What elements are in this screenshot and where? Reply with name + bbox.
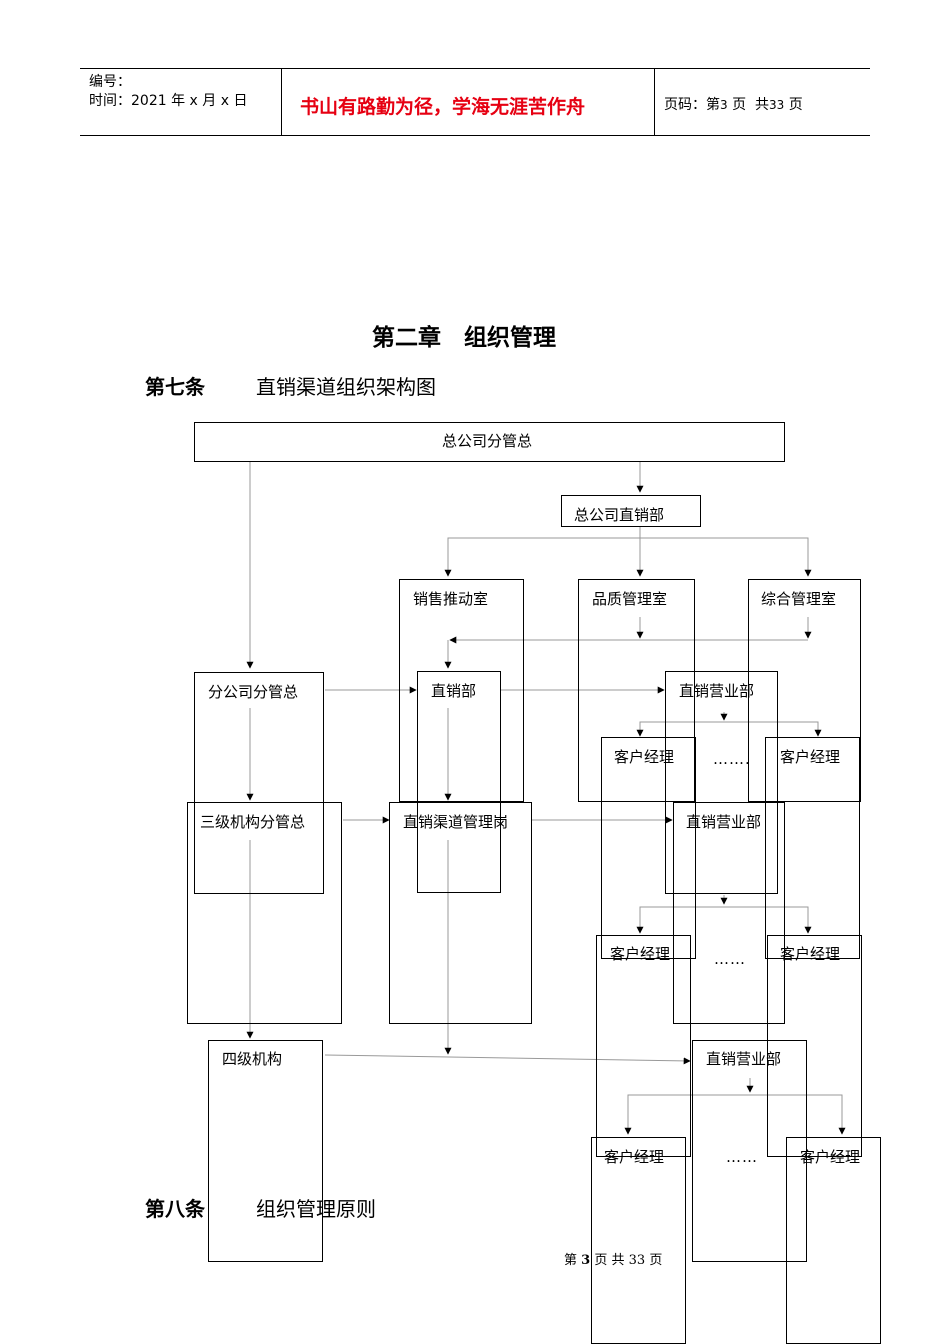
box-tier3-head <box>187 802 342 1024</box>
label-sales-promotion: 销售推动室 <box>413 590 489 608</box>
box-direct-sales-dept <box>417 671 501 893</box>
header-page: 页码：第3 页 共33 页 <box>664 94 803 114</box>
header-time-day-unit: 日 <box>233 93 248 109</box>
box-account-manager-2a <box>596 935 691 1157</box>
header-page-current: 3 <box>720 98 728 112</box>
ellipsis-row-1: ……. <box>713 750 751 768</box>
wire-biz1-left <box>636 721 724 737</box>
footer-page-unit: 页 <box>594 1253 608 1268</box>
label-quality-mgmt: 品质管理室 <box>592 590 668 608</box>
footer-prefix: 第 <box>564 1253 578 1268</box>
wire-biz2-left <box>636 906 724 934</box>
label-branch-head: 分公司分管总 <box>208 683 299 701</box>
label-direct-sales-business-3: 直销营业部 <box>706 1050 782 1068</box>
header-time-month-unit: 月 <box>202 93 217 109</box>
wire-hqdirect-to-general <box>640 537 812 577</box>
header-code-label: 编号： <box>89 74 131 90</box>
wire-biz2-right <box>724 906 812 934</box>
box-sales-promotion <box>399 579 524 802</box>
label-account-manager-3a: 客户经理 <box>604 1148 665 1166</box>
box-tier4 <box>208 1040 323 1262</box>
footer-total-unit: 页 <box>649 1253 663 1268</box>
wire-tier4-to-biz3 <box>324 1054 691 1065</box>
label-general-mgmt: 综合管理室 <box>761 590 837 608</box>
header-top-rule <box>80 68 870 69</box>
ellipsis-row-2: …… <box>714 950 746 968</box>
box-account-manager-1b <box>765 737 860 959</box>
header-page-total: 33 <box>769 98 785 112</box>
article7-number: 第七条 <box>145 375 205 399</box>
wire-biz1-right <box>724 721 822 737</box>
label-hq-direct-sales: 总公司直销部 <box>574 506 665 524</box>
box-account-manager-1a <box>601 737 696 959</box>
article8-number: 第八条 <box>145 1197 205 1221</box>
header-time: 时间：2021 年 x 月 x 日 <box>89 90 248 110</box>
ellipsis-row-3: …… <box>726 1148 758 1166</box>
box-branch-head <box>194 672 324 894</box>
wire-biz3-right <box>750 1094 846 1135</box>
box-direct-sales-business-2 <box>673 802 785 1024</box>
label-account-manager-2b: 客户经理 <box>780 945 841 963</box>
header-time-year-unit: 年 <box>171 93 186 109</box>
article7-title: 直销渠道组织架构图 <box>256 375 436 399</box>
box-account-manager-3a <box>591 1137 686 1344</box>
header-page-total-unit: 页 <box>788 97 803 113</box>
footer-total: 33 <box>628 1253 646 1268</box>
label-tier4: 四级机构 <box>222 1050 283 1068</box>
label-account-manager-3b: 客户经理 <box>800 1148 861 1166</box>
footer-page-number: 第 3 页 共 33 页 <box>564 1249 662 1268</box>
box-hq-direct-sales <box>561 495 701 527</box>
footer-current: 3 <box>581 1253 591 1268</box>
box-channel-mgmt-post <box>389 802 532 1024</box>
header-time-day: x <box>220 93 230 109</box>
article8-title: 组织管理原则 <box>256 1197 376 1221</box>
header-page-unit: 页 <box>732 97 747 113</box>
box-general-mgmt <box>748 579 861 802</box>
footer-total-label: 共 <box>611 1253 625 1268</box>
wire-biz3-left <box>624 1094 750 1135</box>
label-account-manager-1b: 客户经理 <box>780 748 841 766</box>
box-account-manager-2b <box>767 935 862 1157</box>
box-direct-sales-business-3 <box>692 1040 807 1262</box>
header-code: 编号： <box>89 71 131 91</box>
chapter-title: 第二章 组织管理 <box>372 324 556 351</box>
label-account-manager-1a: 客户经理 <box>614 748 675 766</box>
box-account-manager-3b <box>786 1137 881 1344</box>
header-time-year: 2021 <box>131 93 167 109</box>
box-quality-mgmt <box>578 579 695 802</box>
header-motto: 书山有路勤为径，学海无涯苦作舟 <box>300 96 586 118</box>
label-direct-sales-business-2: 直销营业部 <box>686 813 762 831</box>
header-time-label: 时间： <box>89 93 131 109</box>
label-direct-sales-business-1: 直销营业部 <box>679 682 755 700</box>
label-direct-sales-dept: 直销部 <box>431 682 477 700</box>
header-divider-right <box>654 68 655 135</box>
header-bottom-rule <box>80 135 870 136</box>
header-divider-left <box>281 68 282 135</box>
label-account-manager-2a: 客户经理 <box>610 945 671 963</box>
header-page-label: 页码：第 <box>664 97 720 113</box>
label-tier3-head: 三级机构分管总 <box>200 813 306 831</box>
header-page-total-label: 共 <box>755 97 769 113</box>
box-direct-sales-business-1 <box>665 671 778 894</box>
label-channel-mgmt-post: 直销渠道管理岗 <box>403 813 509 831</box>
wire-hqdirect-split <box>444 527 641 577</box>
header-time-month: x <box>189 93 198 109</box>
box-hq-head <box>194 422 785 462</box>
label-hq-head: 总公司分管总 <box>442 432 533 450</box>
